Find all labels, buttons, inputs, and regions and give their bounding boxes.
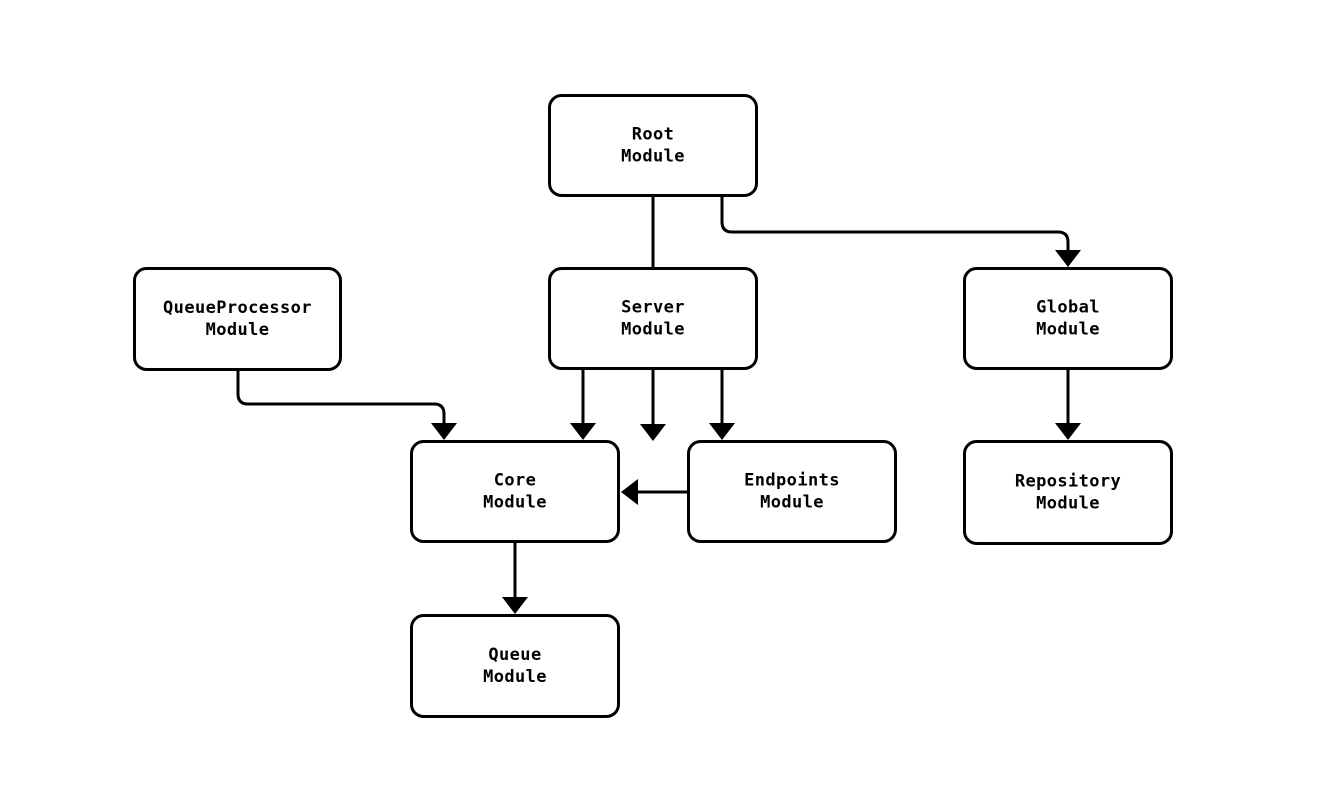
edges-layer bbox=[236, 197, 1081, 614]
global-module-node-label-line2: Module bbox=[1036, 320, 1100, 340]
global-module-node-label-line1: Global bbox=[1036, 298, 1100, 318]
core-module-node-box[interactable] bbox=[410, 440, 620, 543]
root-module-node-box[interactable] bbox=[548, 94, 758, 197]
edge-core-to-queue-arrowhead bbox=[502, 597, 528, 614]
nodes-layer: RootModuleQueueProcessorModuleServerModu… bbox=[133, 94, 1173, 718]
edge-server-to-endpoints bbox=[709, 370, 735, 440]
queue-module-node-label-line1: Queue bbox=[488, 645, 541, 665]
server-module-node-label-line1: Server bbox=[621, 298, 685, 318]
edge-endpoints-to-core-arrowhead bbox=[621, 479, 638, 505]
edge-global-to-repository bbox=[1055, 370, 1081, 440]
edge-root-to-server-arrowhead bbox=[640, 424, 666, 441]
edge-core-to-queue bbox=[502, 543, 528, 614]
queueprocessor-module-node-label-line2: Module bbox=[206, 320, 270, 340]
queueprocessor-module-node-box[interactable] bbox=[133, 267, 342, 371]
edge-server-to-core-arrowhead bbox=[570, 423, 596, 440]
edge-root-to-global-line bbox=[720, 197, 1070, 253]
server-module-node-label-line2: Module bbox=[621, 320, 685, 340]
endpoints-module-node-label-line1: Endpoints bbox=[744, 471, 840, 491]
edge-root-to-global-arrowhead bbox=[1055, 250, 1081, 267]
core-module-node-label-line1: Core bbox=[494, 471, 537, 491]
edge-server-to-core bbox=[570, 370, 596, 440]
edge-queueprocessor-to-core-line bbox=[236, 371, 446, 426]
queue-module-node-label-line2: Module bbox=[483, 667, 547, 687]
server-module-node-box[interactable] bbox=[548, 267, 758, 370]
edge-global-to-repository-arrowhead bbox=[1055, 423, 1081, 440]
root-module-node-label-line1: Root bbox=[632, 125, 675, 145]
edge-queueprocessor-to-core bbox=[236, 371, 457, 440]
edge-server-to-endpoints-arrowhead bbox=[709, 423, 735, 440]
global-module-node-box[interactable] bbox=[963, 267, 1173, 370]
repository-module-node-label-line2: Module bbox=[1036, 494, 1100, 514]
queueprocessor-module-node-label-line1: QueueProcessor bbox=[163, 298, 312, 318]
edge-root-to-global bbox=[720, 197, 1081, 267]
repository-module-node-label-line1: Repository bbox=[1015, 472, 1121, 492]
endpoints-module-node-label-line2: Module bbox=[760, 493, 824, 513]
endpoints-module-node-box[interactable] bbox=[687, 440, 897, 543]
repository-module-node-box[interactable] bbox=[963, 440, 1173, 545]
core-module-node-label-line2: Module bbox=[483, 493, 547, 513]
edge-queueprocessor-to-core-arrowhead bbox=[431, 423, 457, 440]
edge-endpoints-to-core bbox=[621, 479, 687, 505]
queue-module-node-box[interactable] bbox=[410, 614, 620, 718]
root-module-node-label-line2: Module bbox=[621, 147, 685, 167]
